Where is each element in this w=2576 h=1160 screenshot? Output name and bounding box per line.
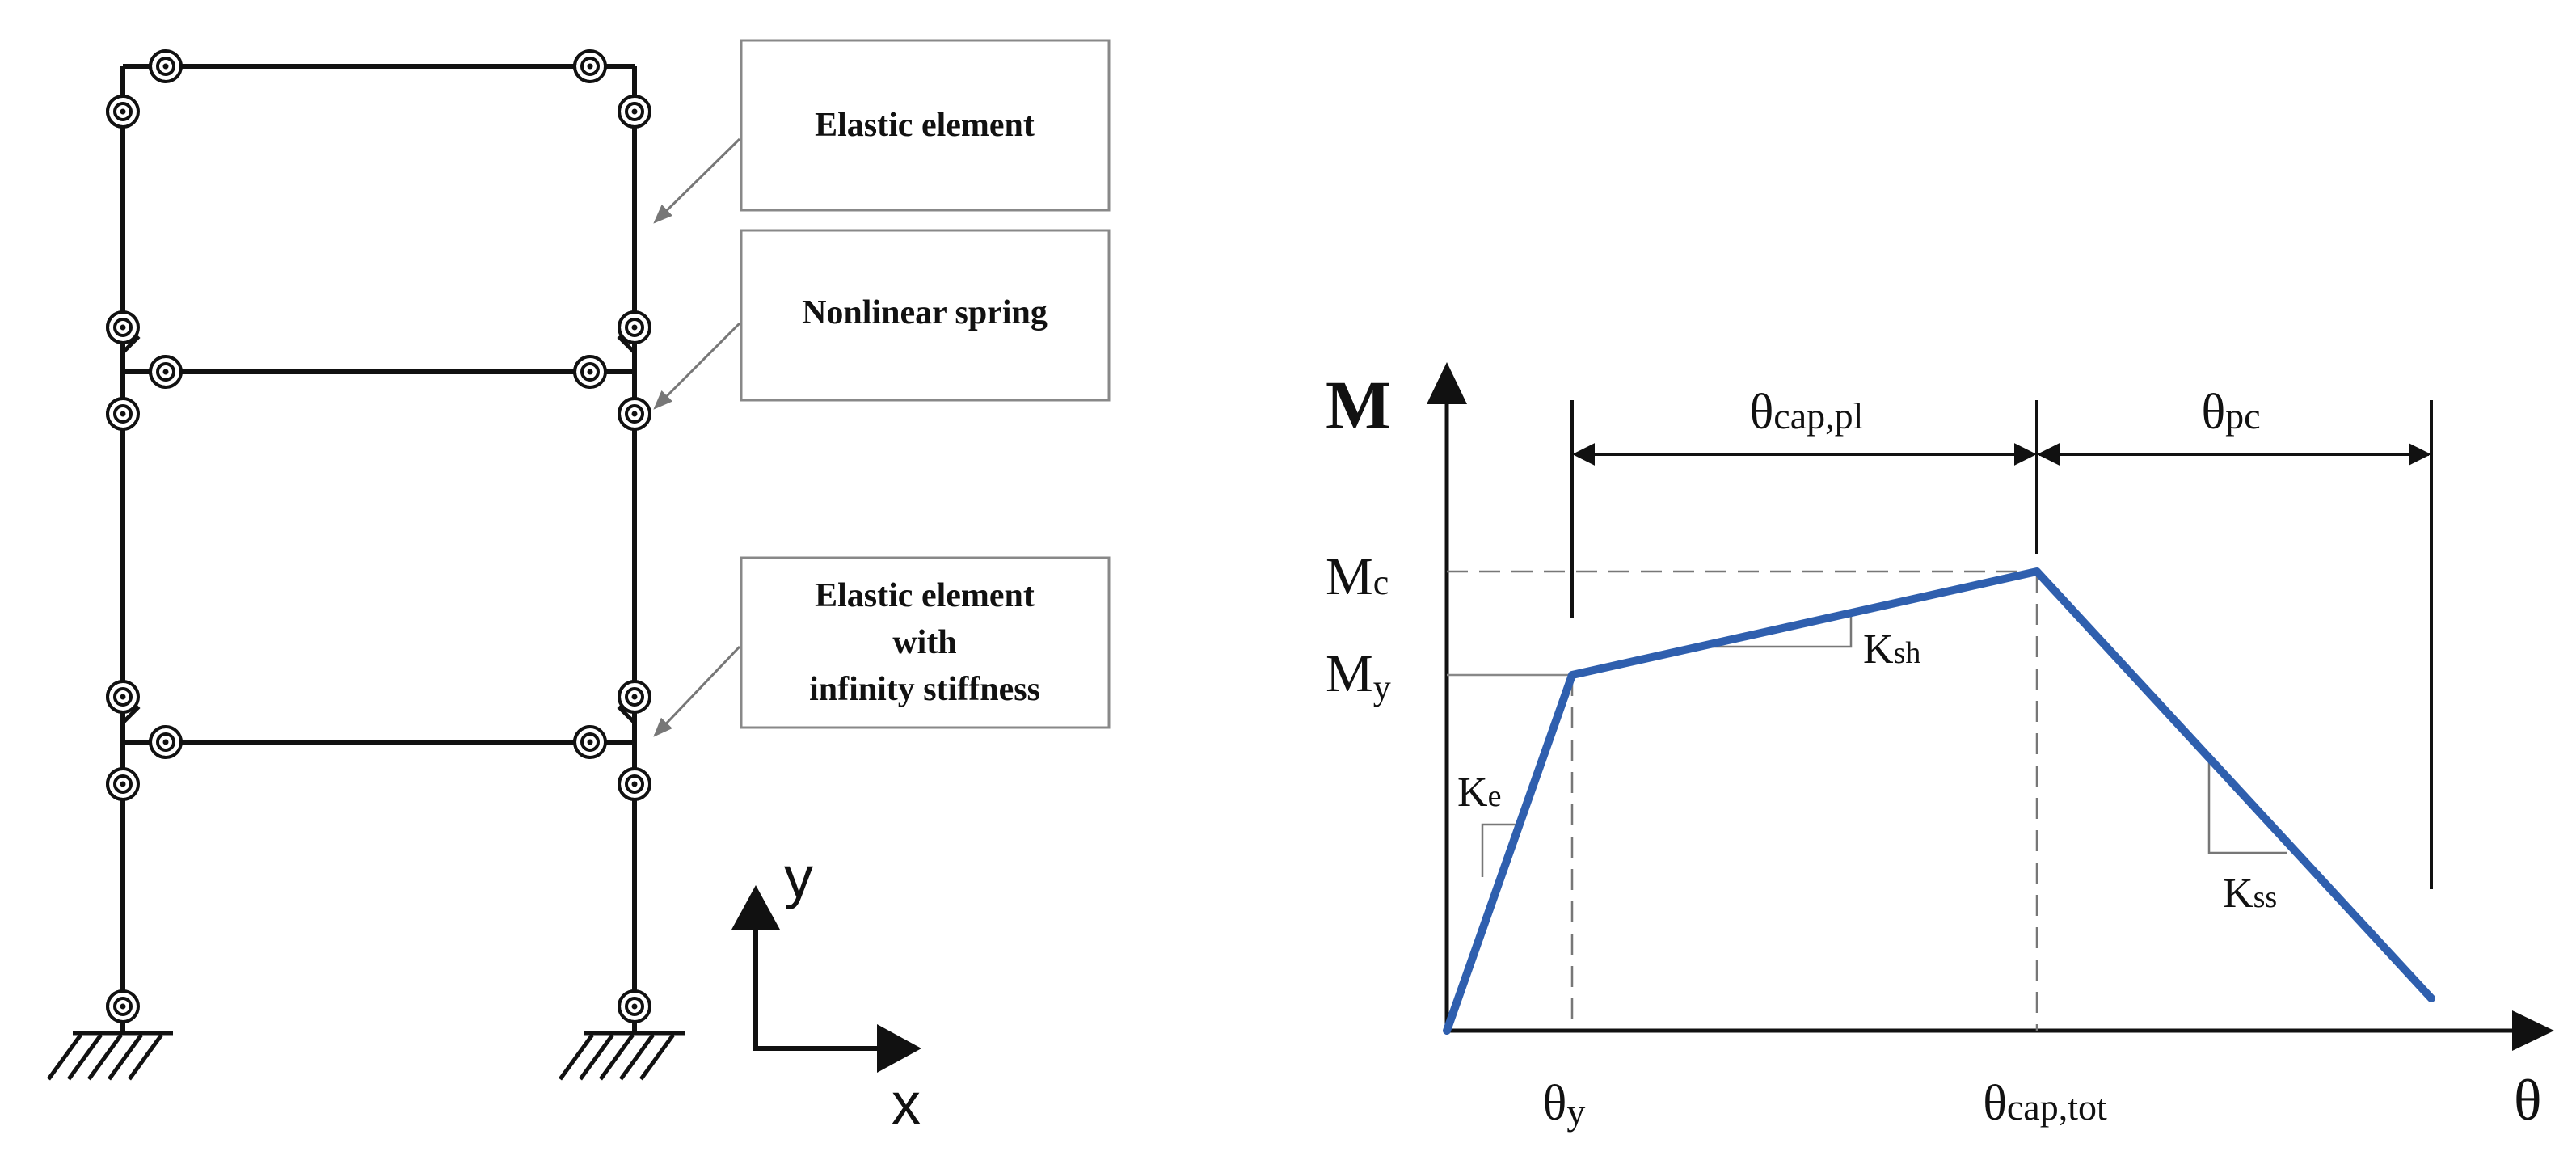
x-axis-label: x xyxy=(892,1072,921,1137)
nonlinear-spring-box xyxy=(740,229,1111,402)
my-label: My xyxy=(1326,644,1391,707)
nonlinear-spring-icon xyxy=(106,397,140,431)
ksh-slope-triangle xyxy=(1705,617,1853,648)
nonlinear-spring-icon xyxy=(106,95,140,129)
theta-pc-label: θpc xyxy=(2201,385,2260,440)
fixed-support-right-icon xyxy=(558,1031,685,1081)
nonlinear-spring-icon xyxy=(106,767,140,801)
nonlinear-spring-icon xyxy=(149,355,183,389)
nonlinear-spring-icon xyxy=(573,355,607,389)
nonlinear-spring-icon xyxy=(618,95,651,129)
theta-cap-tot-label: θcap,tot xyxy=(1983,1076,2107,1131)
elastic-element-box xyxy=(740,39,1111,212)
nonlinear-spring-icon xyxy=(149,725,183,759)
y-axis-label: y xyxy=(784,846,813,910)
rigid-element-leader xyxy=(653,645,741,737)
rigid-element-label-line1: Elastic element xyxy=(815,577,1035,614)
theta-y-label: θy xyxy=(1543,1076,1586,1133)
nonlinear-spring-icon xyxy=(573,725,607,759)
nonlinear-spring-icon xyxy=(106,310,140,344)
elastic-element-leader xyxy=(653,137,741,224)
nonlinear-spring-leader xyxy=(653,322,741,410)
fixed-support-left-icon xyxy=(46,1031,173,1081)
nonlinear-spring-icon xyxy=(618,989,651,1023)
nonlinear-spring-icon xyxy=(149,49,183,83)
moment-axis-arrow-icon xyxy=(1427,362,1467,404)
nonlinear-spring-label: Nonlinear spring xyxy=(802,294,1048,331)
ke-label: Ke xyxy=(1457,770,1501,816)
x-arrow-head-icon xyxy=(877,1024,921,1073)
y-arrow-head-icon xyxy=(731,885,780,930)
nonlinear-spring-icon xyxy=(618,397,651,431)
rotation-axis-arrow-icon xyxy=(2512,1010,2554,1051)
frame-model: Elastic element Nonlinear spring Elastic… xyxy=(46,39,1111,1137)
nonlinear-spring-icon xyxy=(573,49,607,83)
kss-slope-triangle xyxy=(2207,762,2287,854)
nonlinear-spring-icon xyxy=(618,680,651,714)
moment-axis-label: M xyxy=(1326,366,1391,444)
nonlinear-spring-icon xyxy=(618,310,651,344)
moment-rotation-chart: M θ Mc My θcap,pl θpc θy θcap,tot Ke Ksh… xyxy=(1326,362,2554,1133)
nonlinear-spring-icon xyxy=(106,989,140,1023)
rigid-element-box xyxy=(740,556,1111,729)
rigid-element-label-line2: with xyxy=(892,624,956,661)
ke-slope-triangle xyxy=(1481,823,1520,877)
elastic-element-label: Elastic element xyxy=(815,107,1035,144)
ksh-label: Ksh xyxy=(1863,626,1920,673)
kss-label: Kss xyxy=(2223,871,2277,917)
mc-label: Mc xyxy=(1326,547,1389,606)
nonlinear-spring-icon xyxy=(618,767,651,801)
backbone-curve xyxy=(1443,567,2435,1035)
theta-cap-pl-label: θcap,pl xyxy=(1750,385,1864,440)
rigid-element-label-line3: infinity stiffness xyxy=(809,671,1040,708)
rotation-axis-label: θ xyxy=(2514,1068,2542,1133)
nonlinear-spring-icon xyxy=(106,680,140,714)
